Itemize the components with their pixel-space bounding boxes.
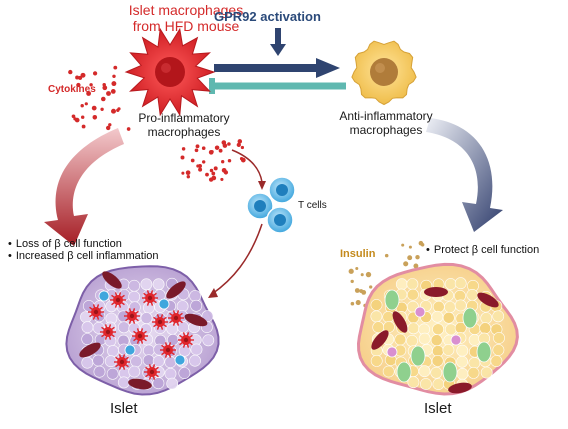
activation-arrowhead: [316, 58, 340, 78]
cytokine-dots-lower: [180, 139, 246, 182]
anti-inflammatory-macrophage-icon: [351, 40, 417, 106]
islet-right-icon: [356, 262, 519, 396]
anti-inflammatory-label-1: Anti-inflammatory: [339, 109, 433, 123]
islet-left-label: Islet: [110, 400, 138, 417]
arrowhead-left-islet: [208, 288, 218, 298]
left-effects-list: Loss of β cell function Increased β cell…: [8, 238, 159, 262]
arrow-to-t-cells: [231, 149, 263, 183]
arrow-to-right-islet: [426, 118, 503, 232]
pro-inflammatory-macrophage-icon: [124, 27, 216, 117]
t-cells-icon: [246, 176, 296, 234]
left-effect-item: Increased β cell inflammation: [8, 250, 159, 262]
pro-inflammatory-label-2: macrophages: [147, 124, 221, 139]
gpr92-label: GPR92 activation: [214, 9, 321, 24]
insulin-label: Insulin: [340, 248, 376, 260]
arrow-t-to-islet: [211, 223, 263, 295]
gpr92-arrowhead: [270, 44, 286, 56]
right-effect-item: Protect β cell function: [426, 244, 539, 256]
right-effects-list: Protect β cell function: [426, 244, 539, 256]
islet-macrophages-label-2: from HFD mouse: [132, 18, 240, 35]
cytokines-label: Cytokines: [48, 84, 96, 95]
anti-inflammatory-label-2: macrophages: [349, 122, 423, 137]
islet-right-label: Islet: [424, 400, 452, 417]
arrow-to-left-islet: [44, 128, 124, 246]
arrowhead-t-cells: [258, 181, 266, 190]
cytokine-dots-upper: [68, 65, 131, 131]
islet-macrophages-label-1: Islet macrophages: [128, 2, 244, 18]
islet-left-icon: [65, 265, 220, 396]
pro-inflammatory-label-1: Pro-inflammatory: [138, 111, 230, 125]
left-effect-item: Loss of β cell function: [8, 238, 159, 250]
t-cells-label: T cells: [298, 200, 327, 211]
